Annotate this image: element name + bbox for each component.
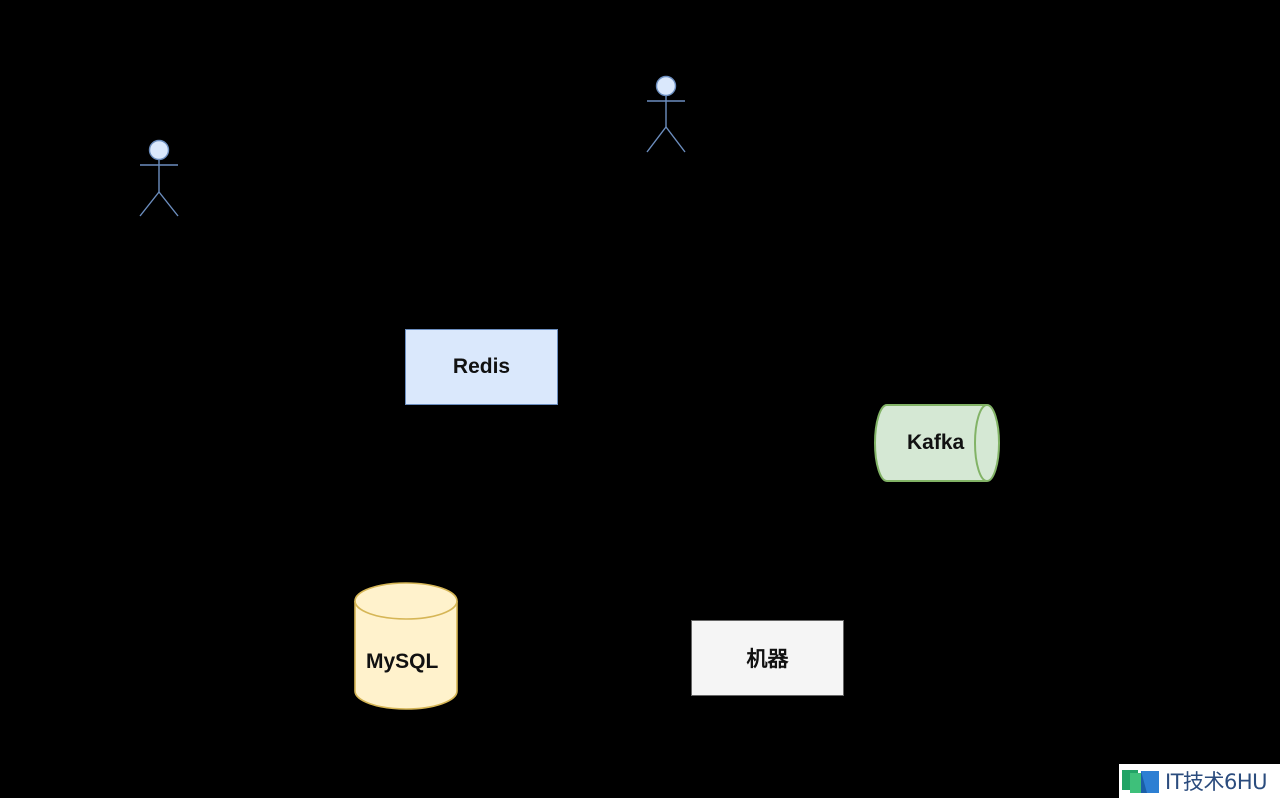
- machine-label: 机器: [746, 647, 789, 671]
- machine-node: 机器: [691, 620, 844, 696]
- watermark: IT技术6HU: [1119, 764, 1280, 798]
- book-logo-icon: [1122, 770, 1159, 793]
- redis-label: Redis: [452, 355, 511, 378]
- actor-left-icon: [139, 139, 179, 217]
- kafka-node: Kafka: [873, 403, 1003, 483]
- watermark-text: IT技术6HU: [1165, 770, 1268, 794]
- database-cylinder-shape: [354, 582, 458, 710]
- redis-node: Redis: [405, 329, 558, 405]
- mysql-label: MySQL: [366, 650, 439, 673]
- mysql-node: MySQL: [353, 581, 459, 711]
- kafka-queue-shape: [874, 404, 1000, 482]
- actor-right-icon: [646, 75, 686, 153]
- kafka-label: Kafka: [907, 431, 965, 454]
